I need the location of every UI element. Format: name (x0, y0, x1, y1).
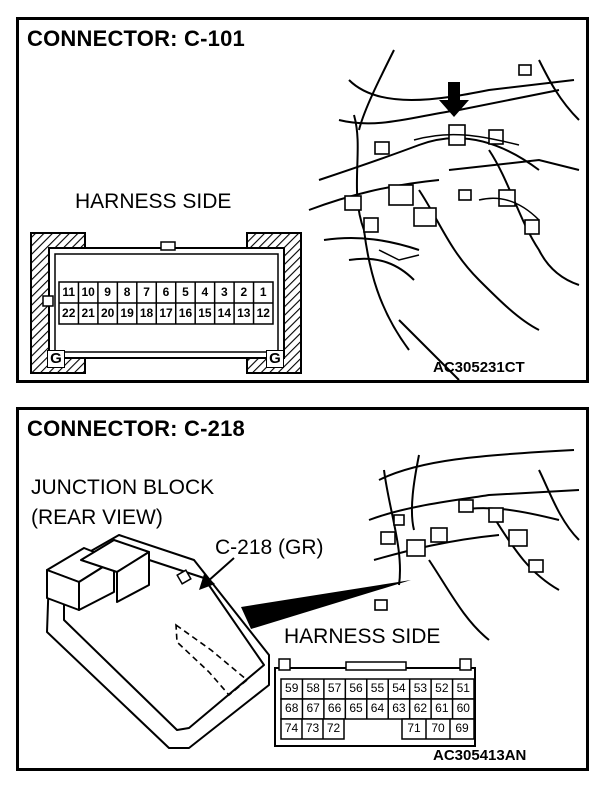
pin-cell: 60 (456, 701, 470, 715)
pin-cell: 19 (120, 306, 134, 320)
figure-code-c101: AC305231CT (433, 359, 525, 376)
pin-cell: 72 (326, 721, 341, 735)
pin-cell: 55 (370, 681, 385, 695)
pin-cell: 69 (455, 721, 469, 735)
pin-cell: 12 (256, 306, 270, 320)
pin-cell: 11 (62, 285, 76, 299)
dashboard-wiring-illustration-2 (368, 449, 580, 641)
c218-callout-label: C-218 (GR) (215, 536, 324, 559)
pin-cell: 61 (435, 701, 449, 715)
pin-cell: 2 (240, 285, 248, 299)
pin-cell: 14 (217, 306, 232, 320)
pin-cell: 62 (413, 701, 428, 715)
pin-cell: 6 (162, 285, 170, 299)
connector-c101-face (30, 232, 302, 374)
pin-cell: 73 (305, 721, 320, 735)
pin-cell: 67 (306, 701, 320, 715)
pin-cell: 21 (81, 306, 95, 320)
harness-side-label-c218: HARNESS SIDE (284, 625, 441, 648)
pin-cell: 15 (198, 306, 212, 320)
pin-cell: 4 (201, 285, 209, 299)
junction-block-illustration (46, 534, 411, 749)
harness-side-label-c101: HARNESS SIDE (75, 190, 232, 213)
pin-cell: 17 (159, 306, 173, 320)
pin-cell: 74 (284, 721, 299, 735)
pin-cell: 56 (349, 681, 363, 695)
pin-cell: 57 (327, 681, 342, 695)
pin-cell: 58 (306, 681, 320, 695)
pin-cell: 51 (456, 681, 470, 695)
rear-view-label: (REAR VIEW) (31, 506, 163, 529)
junction-block-label: JUNCTION BLOCK (31, 476, 215, 499)
pin-cell: 5 (182, 285, 189, 299)
pin-cell: 18 (139, 306, 154, 320)
ground-mark-right: G (266, 350, 284, 368)
pin-cell: 20 (100, 306, 115, 320)
pin-cell: 1 (259, 285, 267, 299)
dashboard-wiring-illustration (308, 49, 580, 381)
pin-cell: 63 (392, 701, 406, 715)
connector-c101-title: CONNECTOR: C-101 (27, 26, 245, 51)
pin-cell: 16 (178, 306, 193, 320)
connector-c218-panel: CONNECTOR: C-218 JUNCTION BLOCK (REAR VI… (16, 407, 589, 771)
pin-cell: 22 (62, 306, 76, 320)
figure-code-c218: AC305413AN (433, 747, 527, 764)
pin-cell: 65 (349, 701, 363, 715)
pin-cell: 68 (285, 701, 299, 715)
pin-cell: 7 (143, 285, 150, 299)
pin-cell: 8 (123, 285, 131, 299)
pin-cell: 13 (237, 306, 251, 320)
pin-cell: 66 (327, 701, 342, 715)
pin-cell: 70 (431, 721, 445, 735)
connector-c218-face (274, 658, 476, 747)
pin-cell: 53 (413, 681, 428, 695)
pin-cell: 9 (104, 285, 111, 299)
pin-cell: 52 (435, 681, 449, 695)
ground-mark-left: G (47, 350, 65, 368)
pin-cell: 3 (221, 285, 228, 299)
pin-cell: 10 (81, 285, 95, 299)
pin-cell: 71 (407, 721, 421, 735)
pin-cell: 59 (285, 681, 299, 695)
connector-c218-title: CONNECTOR: C-218 (27, 416, 245, 441)
pin-cell: 64 (370, 701, 385, 715)
pin-cell: 54 (392, 681, 406, 695)
